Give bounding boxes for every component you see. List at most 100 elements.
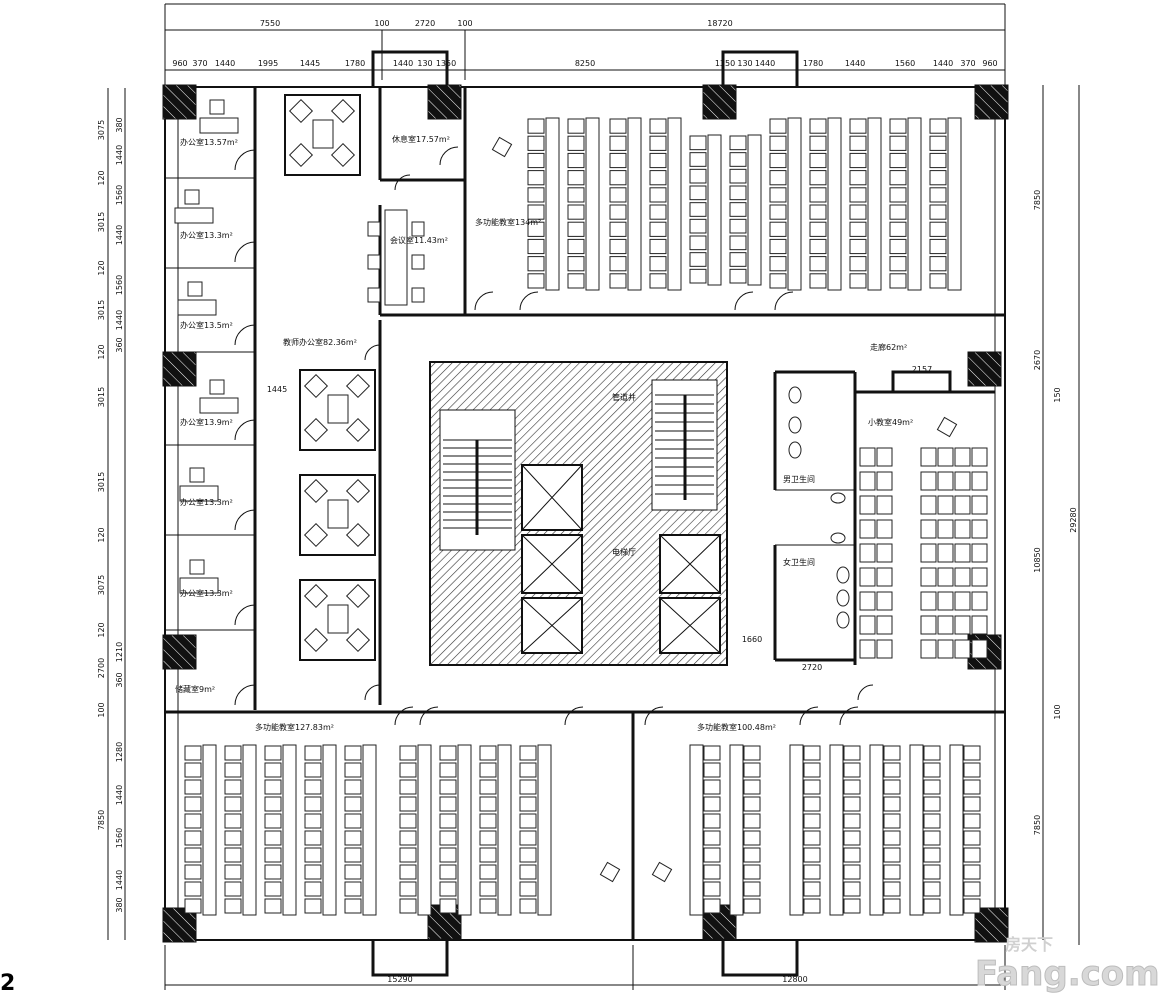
seat xyxy=(184,830,202,846)
seat xyxy=(803,745,821,761)
seat xyxy=(971,615,988,635)
seat xyxy=(963,898,981,914)
seat xyxy=(769,238,787,255)
seat xyxy=(567,238,585,255)
seat xyxy=(920,519,937,539)
door[interactable] xyxy=(234,324,256,346)
door[interactable] xyxy=(774,291,794,311)
seat-column xyxy=(527,117,560,291)
seat-column xyxy=(567,117,600,291)
seat xyxy=(224,847,242,863)
seat xyxy=(920,543,937,563)
seat xyxy=(929,187,947,203)
seat xyxy=(803,830,821,846)
seat xyxy=(649,256,667,272)
seat xyxy=(264,881,282,897)
seat-column xyxy=(829,744,861,916)
door[interactable] xyxy=(734,291,754,311)
seat xyxy=(876,639,893,659)
seat xyxy=(184,864,202,880)
seat xyxy=(923,864,941,880)
seat xyxy=(527,238,545,255)
dim-right-total: 29280 xyxy=(1069,507,1078,532)
door[interactable] xyxy=(234,241,256,263)
seat xyxy=(859,471,876,491)
door[interactable] xyxy=(564,706,584,726)
seat xyxy=(889,221,907,237)
seat xyxy=(889,170,907,186)
seat xyxy=(703,745,721,761)
seat xyxy=(883,813,901,829)
seat-column xyxy=(689,134,722,286)
seat xyxy=(859,543,876,563)
toilet-fixture xyxy=(788,386,802,404)
seat xyxy=(743,745,761,761)
door[interactable] xyxy=(234,684,256,706)
door[interactable] xyxy=(857,684,874,701)
dim-right-inner: 150 xyxy=(1053,387,1062,402)
door[interactable] xyxy=(519,291,539,311)
seat xyxy=(769,273,787,289)
door[interactable] xyxy=(364,684,381,701)
door[interactable] xyxy=(364,344,381,361)
seat xyxy=(923,881,941,897)
seat-column xyxy=(224,744,257,916)
seat xyxy=(689,252,707,267)
office-desk xyxy=(179,467,219,502)
seat xyxy=(849,221,867,237)
seat xyxy=(843,796,861,812)
watermark-en: Fang.com xyxy=(975,954,1160,994)
seat xyxy=(803,847,821,863)
seat xyxy=(264,847,282,863)
seat-column xyxy=(789,744,821,916)
seat xyxy=(876,567,893,587)
seat xyxy=(224,881,242,897)
seat xyxy=(689,218,707,234)
seat xyxy=(224,779,242,795)
dim-top-right: 1440 xyxy=(755,59,775,68)
seat xyxy=(963,779,981,795)
door[interactable] xyxy=(394,706,414,726)
dim-top-total: 100 xyxy=(457,19,472,28)
seat-column xyxy=(519,744,552,916)
seat xyxy=(859,447,876,467)
seat xyxy=(843,898,861,914)
seat xyxy=(954,471,971,491)
seat xyxy=(963,745,981,761)
seat xyxy=(479,796,497,812)
door[interactable] xyxy=(234,149,256,171)
seat xyxy=(729,268,747,284)
seat xyxy=(439,813,457,829)
door[interactable] xyxy=(234,604,256,626)
seat xyxy=(883,745,901,761)
seat xyxy=(527,118,545,134)
chair xyxy=(303,373,329,399)
column xyxy=(974,84,1009,120)
seat xyxy=(849,152,867,169)
door[interactable] xyxy=(799,706,819,726)
seat xyxy=(689,202,707,217)
seat xyxy=(703,762,721,778)
chair xyxy=(288,98,314,124)
seat xyxy=(889,273,907,289)
door[interactable] xyxy=(234,419,256,441)
door[interactable] xyxy=(394,174,411,191)
cubicle-cluster xyxy=(299,474,376,556)
dim-top-total: 2720 xyxy=(415,19,435,28)
door[interactable] xyxy=(419,706,439,726)
door[interactable] xyxy=(839,706,859,726)
door[interactable] xyxy=(439,146,459,166)
seat xyxy=(224,745,242,761)
room-label-hall: 走廊62m² xyxy=(870,342,907,352)
door[interactable] xyxy=(234,509,256,531)
seat xyxy=(843,762,861,778)
door[interactable] xyxy=(644,706,664,726)
dim-left-inner: 360 xyxy=(115,337,124,352)
door[interactable] xyxy=(474,291,494,311)
seat xyxy=(883,847,901,863)
seat xyxy=(849,170,867,186)
seat xyxy=(439,898,457,914)
seat xyxy=(920,495,937,515)
seat xyxy=(689,235,707,251)
dim-top-total: 100 xyxy=(374,19,389,28)
